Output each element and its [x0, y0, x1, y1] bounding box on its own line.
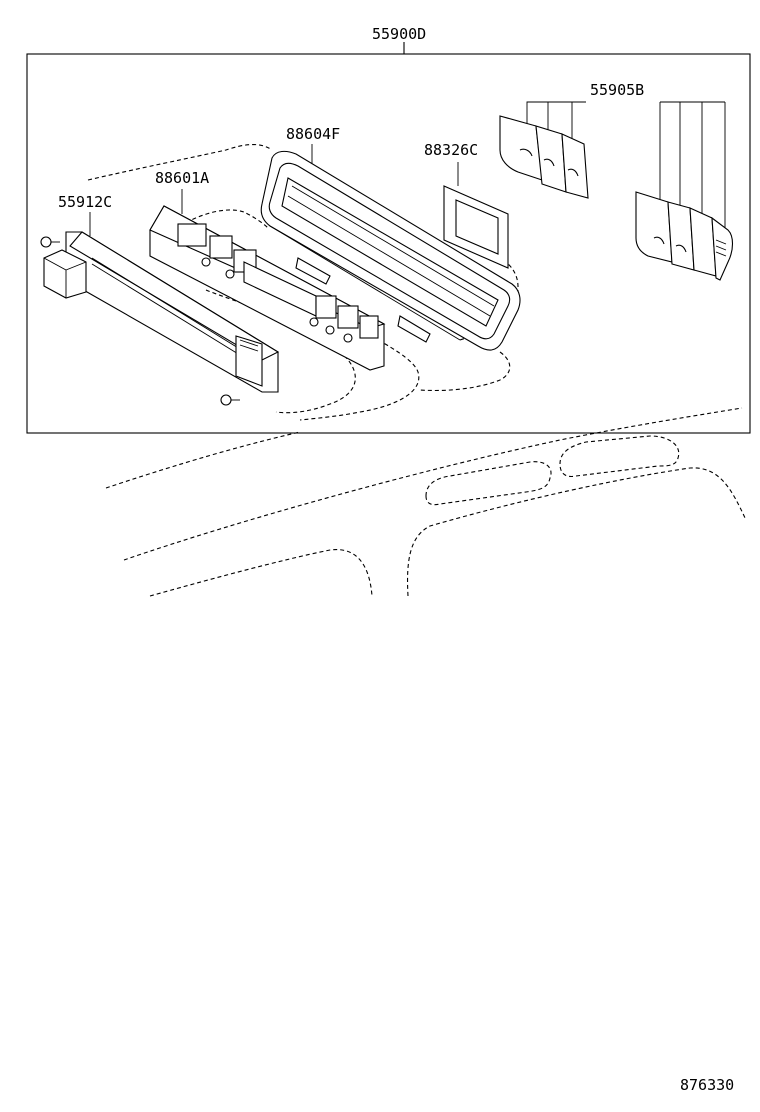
label-88601A: 88601A — [155, 169, 209, 187]
label-88604F: 88604F — [286, 125, 340, 143]
bracket-55912C — [40, 231, 280, 406]
assembly-box — [26, 42, 751, 434]
label-55905B: 55905B — [590, 81, 644, 99]
label-88326C: 88326C — [424, 141, 478, 159]
label-55900D: 55900D — [372, 25, 426, 43]
label-55912C: 55912C — [58, 193, 112, 211]
knob-group-upper — [499, 115, 589, 199]
vehicle-outline — [123, 407, 747, 597]
panel-frame-88604F — [260, 150, 521, 351]
control-unit-88601A — [149, 205, 386, 371]
knob-group-lower — [635, 191, 734, 281]
drawing-number: 876330 — [680, 1076, 734, 1094]
label-plate-88326C — [443, 185, 509, 269]
leader-lines — [89, 101, 726, 236]
